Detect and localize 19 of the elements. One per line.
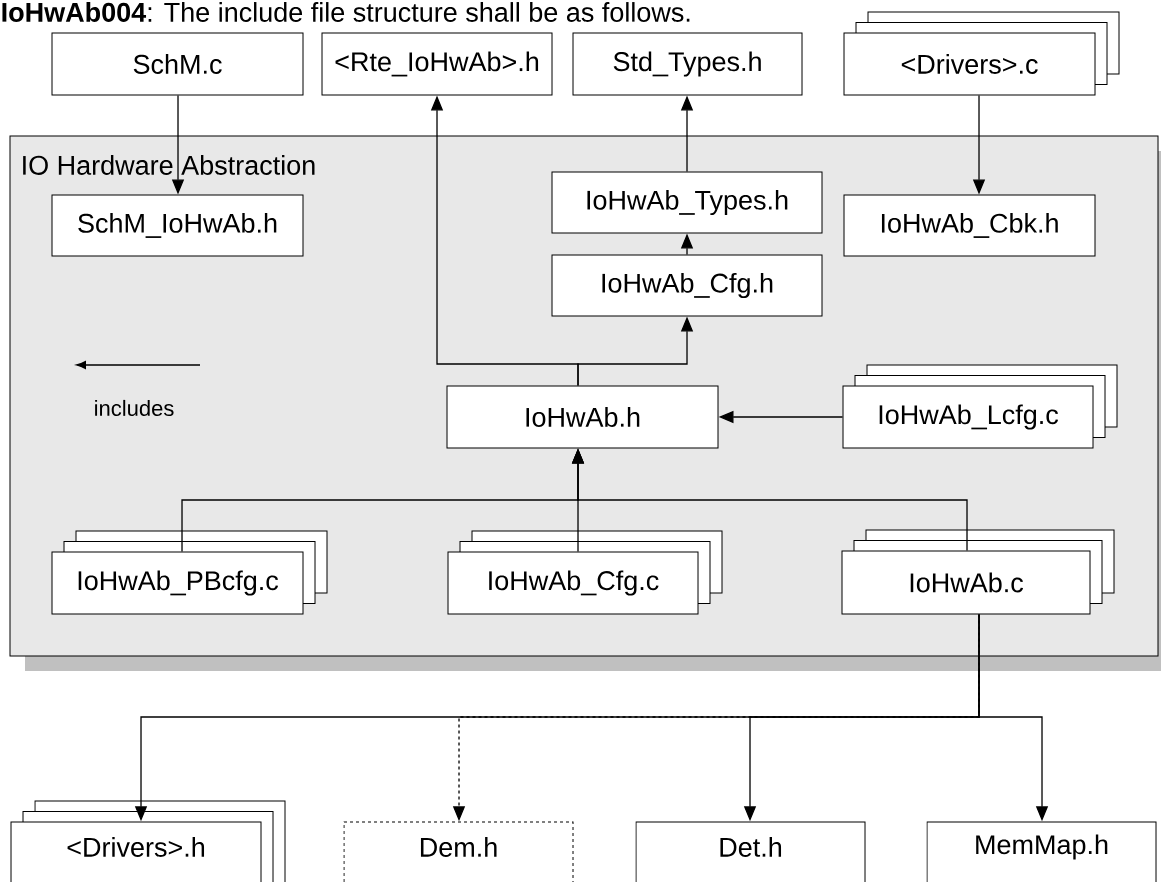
file-box: IoHwAb_Cbk.h	[843, 194, 1096, 257]
file-box: IoHwAb_Cfg.c	[447, 530, 723, 615]
file-box: <Rte_IoHwAb>.h	[321, 32, 553, 96]
file-box: MemMap.h	[926, 821, 1157, 882]
file-box: Det.h	[635, 821, 866, 882]
file-box: SchM.c	[51, 32, 304, 96]
legend-text: includes	[95, 399, 174, 417]
file-box: Dem.h	[343, 821, 574, 882]
file-box: IoHwAb.h	[446, 385, 719, 449]
file-box: IoHwAb.c	[841, 529, 1115, 615]
requirement-text: IoHwAb004: The include file structure shall be as follows.	[2, 2, 690, 22]
file-box: IoHwAb_PBcfg.c	[51, 530, 328, 615]
file-box: SchM_IoHwAb.h	[51, 194, 304, 257]
file-box: IoHwAb_Cfg.h	[551, 254, 823, 317]
file-box: Std_Types.h	[572, 32, 803, 96]
file-box: <Drivers>.c	[843, 11, 1120, 96]
file-box: <Drivers>.h	[10, 800, 286, 882]
file-box: IoHwAb_Types.h	[551, 171, 823, 234]
file-box: IoHwAb_Lcfg.c	[842, 364, 1118, 449]
